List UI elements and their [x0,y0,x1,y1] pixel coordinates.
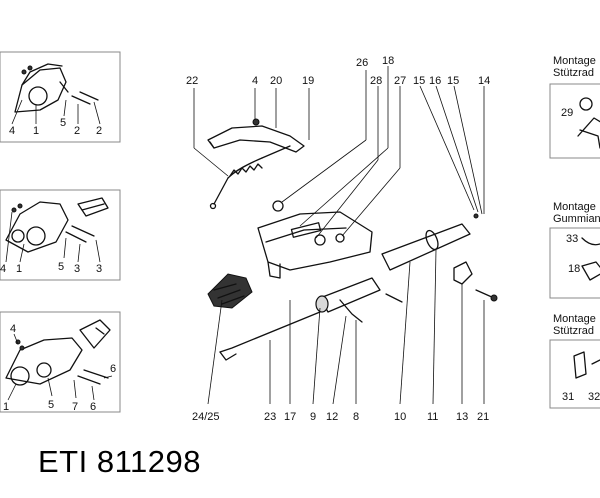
part-number-caption: ETI 811298 [38,444,201,479]
left-bottom-label-7: 7 [72,401,78,413]
main-label-17: 17 [284,411,296,423]
main-label-8: 8 [353,411,359,423]
main-label-13: 13 [456,411,468,423]
left-bottom-label-6b: 6 [90,401,96,413]
right-middle-panel-frame [549,227,600,299]
left-middle-label-3b: 3 [96,263,102,275]
main-label-18: 18 [382,55,394,67]
main-label-24-25: 24/25 [192,411,220,423]
right-bottom-title-2: Stützrad [553,325,594,337]
left-middle-label-1: 1 [16,263,22,275]
right-top-panel-frame [549,83,600,159]
left-top-panel-frame [0,51,121,143]
main-label-19: 19 [302,75,314,87]
main-label-4: 4 [252,75,258,87]
main-tube [381,213,479,271]
right-top-wheel-drawing [577,97,600,149]
main-top-leaders [193,66,485,239]
right-top-label-29: 29 [561,107,573,119]
left-top-label-4: 4 [9,125,15,137]
left-middle-coupling-drawing [5,197,109,253]
damper-unit [315,277,403,323]
main-label-20: 20 [270,75,282,87]
left-bottom-leaders [7,333,113,401]
left-middle-label-5: 5 [58,261,64,273]
main-label-10: 10 [394,411,406,423]
left-middle-leaders [5,211,101,263]
left-top-label-5: 5 [60,117,66,129]
right-middle-label-18: 18 [568,263,580,275]
main-label-11: 11 [427,411,438,423]
main-label-9: 9 [310,411,316,423]
right-bottom-drawing [573,351,600,379]
main-bottom-leaders [207,249,485,405]
left-bottom-panel-frame [0,311,121,413]
right-middle-label-33: 33 [566,233,578,245]
main-label-14: 14 [478,75,490,87]
left-middle-panel-frame [0,189,121,281]
left-bottom-label-5: 5 [48,399,54,411]
main-label-27: 27 [394,75,406,87]
main-label-12: 12 [326,411,338,423]
main-label-26: 26 [356,57,368,69]
main-label-23: 23 [264,411,276,423]
left-top-label-2b: 2 [96,125,102,137]
right-top-title-1: Montage [553,55,596,67]
rubber-bellows [207,273,253,309]
main-label-15b: 15 [447,75,459,87]
brake-cable-spring [209,145,291,210]
right-bottom-title-1: Montage [553,313,596,325]
push-rod [219,311,321,361]
support-bracket [453,261,498,302]
handbrake-lever [207,118,305,153]
left-bottom-label-1: 1 [3,401,9,413]
left-top-label-2a: 2 [74,125,80,137]
main-label-22: 22 [186,75,198,87]
main-label-21: 21 [477,411,489,423]
right-middle-title-2: Gummian [553,213,600,225]
main-label-15a: 15 [413,75,425,87]
right-middle-drawing [581,237,600,281]
left-top-leaders [11,99,101,125]
right-bottom-label-31: 31 [562,391,574,403]
left-top-coupling-drawing [14,63,99,113]
main-label-16: 16 [429,75,441,87]
right-bottom-panel-frame [549,339,600,409]
left-bottom-coupling-drawing [5,319,111,386]
left-top-label-1: 1 [33,125,39,137]
right-bottom-label-32: 32 [588,391,600,403]
left-middle-label-3a: 3 [74,263,80,275]
left-bottom-label-4: 4 [10,323,16,335]
right-middle-title-1: Montage [553,201,596,213]
main-label-28: 28 [370,75,382,87]
left-middle-label-4: 4 [0,263,6,275]
right-top-title-2: Stützrad [553,67,594,79]
left-bottom-label-6a: 6 [110,363,116,375]
drawbar-frame [257,200,373,279]
